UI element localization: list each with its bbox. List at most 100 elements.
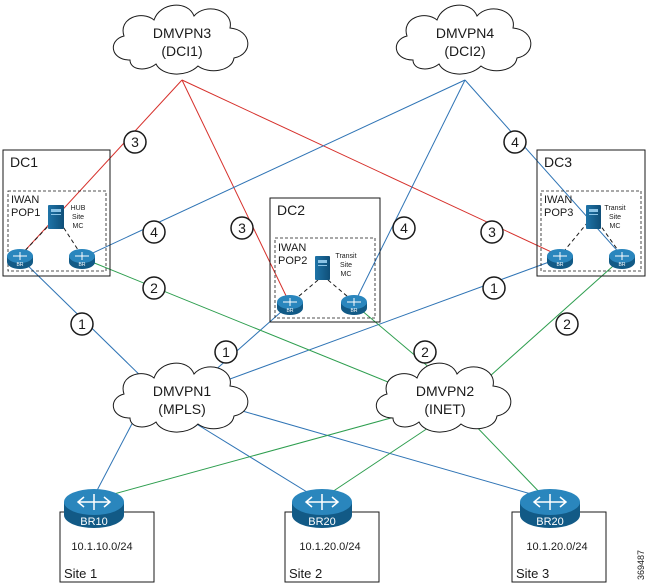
cloud-dmvpn1-line2: (MPLS) xyxy=(158,401,205,417)
cloud-dmvpn1: DMVPN1 (MPLS) xyxy=(112,362,249,433)
badge-1-dc1: 1 xyxy=(70,312,94,336)
badge-2-dc3: 2 xyxy=(555,312,579,336)
dc1-mc-line3: MC xyxy=(73,223,84,230)
site3-name: Site 3 xyxy=(516,566,549,581)
link-inet-dc3 xyxy=(479,257,623,386)
site3-subnet: 10.1.20.0/24 xyxy=(526,541,587,553)
link-inet-site2 xyxy=(319,419,441,501)
site-3: BR20 10.1.20.0/24 Site 3 xyxy=(511,489,607,583)
dc3-mc-line3: MC xyxy=(610,223,621,230)
site3-router-label: BR20 xyxy=(536,516,564,528)
svg-text:4: 4 xyxy=(150,224,158,240)
dc3-br1-label: BR xyxy=(557,262,564,268)
link-inet-site3 xyxy=(469,419,546,499)
svg-text:3: 3 xyxy=(131,134,139,150)
dc3-mc-line1: Transit xyxy=(604,205,625,212)
datacenter-dc3: DC3 IWAN POP3 Transit Site MC BR BR xyxy=(536,149,646,277)
dc1-pop-line2: POP1 xyxy=(11,207,40,219)
dc3-br2-label: BR xyxy=(619,262,626,268)
badge-2-dc2: 2 xyxy=(413,340,437,364)
link-mpls-site2 xyxy=(189,419,321,501)
site1-router-label: BR10 xyxy=(80,516,108,528)
dc3-title: DC3 xyxy=(544,154,572,170)
links-layer xyxy=(19,79,623,501)
dc1-br1-label: BR xyxy=(17,262,24,268)
link-inet-dc1 xyxy=(81,257,421,396)
svg-text:4: 4 xyxy=(511,134,519,150)
dc3-mc-server-icon xyxy=(586,205,601,229)
svg-text:4: 4 xyxy=(400,220,408,236)
svg-text:1: 1 xyxy=(222,344,230,360)
cloud-dmvpn2-line1: DMVPN2 xyxy=(416,383,475,399)
cloud-dmvpn3: DMVPN3 (DCI1) xyxy=(112,4,249,75)
site2-router-icon: BR20 xyxy=(292,489,352,528)
cloud-dmvpn3-line2: (DCI1) xyxy=(161,43,202,59)
badge-2-dc1: 2 xyxy=(142,276,166,300)
site1-subnet: 10.1.10.0/24 xyxy=(71,541,132,553)
site3-router-icon: BR20 xyxy=(520,489,580,528)
link-dci2-dc2-br xyxy=(353,79,466,305)
badge-4-dc2: 4 xyxy=(392,216,416,240)
badge-4-dc1: 4 xyxy=(142,220,166,244)
dc2-mc-server-icon xyxy=(315,256,330,280)
dc1-mc-line1: HUB xyxy=(71,205,86,212)
svg-text:1: 1 xyxy=(78,316,86,332)
svg-text:2: 2 xyxy=(563,316,571,332)
site1-router-icon: BR10 xyxy=(64,489,124,528)
site-1: BR10 10.1.10.0/24 Site 1 xyxy=(59,489,155,583)
dc2-mc-line2: Site xyxy=(340,262,352,269)
dc2-mc-line3: MC xyxy=(341,271,352,278)
dc1-mc-line2: Site xyxy=(72,214,84,221)
badge-1-dc2: 1 xyxy=(214,340,238,364)
svg-text:1: 1 xyxy=(490,280,498,296)
svg-text:3: 3 xyxy=(488,224,496,240)
dc2-br1-router-icon: BR xyxy=(277,295,303,315)
dc2-pop-line2: POP2 xyxy=(278,255,307,267)
site2-name: Site 2 xyxy=(289,566,322,581)
cloud-dmvpn2: DMVPN2 (INET) xyxy=(375,362,512,433)
badge-4-dc3: 4 xyxy=(503,130,527,154)
svg-text:2: 2 xyxy=(421,344,429,360)
dc2-pop-line1: IWAN xyxy=(278,242,306,254)
cloud-dmvpn2-line2: (INET) xyxy=(424,401,465,417)
dc3-mc-line2: Site xyxy=(609,214,621,221)
badge-3-dc2: 3 xyxy=(230,216,254,240)
badge-3-dc1: 3 xyxy=(123,130,147,154)
dc3-pop-line1: IWAN xyxy=(544,194,572,206)
dc1-title: DC1 xyxy=(10,154,38,170)
badge-3-dc3: 3 xyxy=(480,220,504,244)
datacenter-dc2: DC2 IWAN POP2 Transit Site MC BR BR xyxy=(269,197,381,323)
link-mpls-site3 xyxy=(231,407,546,499)
site2-subnet: 10.1.20.0/24 xyxy=(299,541,360,553)
cloud-dmvpn1-line1: DMVPN1 xyxy=(153,383,212,399)
svg-text:2: 2 xyxy=(150,280,158,296)
badges-layer: 3 4 3 4 3 4 2 1 xyxy=(70,130,579,364)
cloud-dmvpn4: DMVPN4 (DCI2) xyxy=(395,4,532,75)
dc1-pop-line1: IWAN xyxy=(11,194,39,206)
site2-router-label: BR20 xyxy=(308,516,336,528)
dc1-br1-router-icon: BR xyxy=(7,249,33,269)
svg-text:3: 3 xyxy=(238,220,246,236)
site1-name: Site 1 xyxy=(64,566,97,581)
badge-1-dc3: 1 xyxy=(482,276,506,300)
dc3-pop-line2: POP3 xyxy=(544,207,573,219)
link-dci1-dc2-br xyxy=(181,79,291,305)
site-2: BR20 10.1.20.0/24 Site 2 xyxy=(284,489,380,583)
dc1-br2-label: BR xyxy=(79,262,86,268)
dc1-mc-server-icon xyxy=(48,205,64,229)
figure-id: 369487 xyxy=(636,550,646,580)
link-mpls-site1 xyxy=(91,417,136,501)
dc2-br2-label: BR xyxy=(351,308,358,314)
link-dci1-dc1-br xyxy=(19,79,183,257)
cloud-dmvpn3-line1: DMVPN3 xyxy=(153,25,212,41)
datacenter-dc1: DC1 IWAN POP1 HUB Site MC BR BR xyxy=(2,149,111,277)
cloud-dmvpn4-line2: (DCI2) xyxy=(444,43,485,59)
dc3-br2-router-icon: BR xyxy=(609,249,635,269)
dc2-mc-line1: Transit xyxy=(335,253,356,260)
cloud-dmvpn4-line1: DMVPN4 xyxy=(436,25,495,41)
dc2-br2-router-icon: BR xyxy=(341,295,367,315)
dc2-br1-label: BR xyxy=(287,308,294,314)
dc2-title: DC2 xyxy=(277,202,305,218)
